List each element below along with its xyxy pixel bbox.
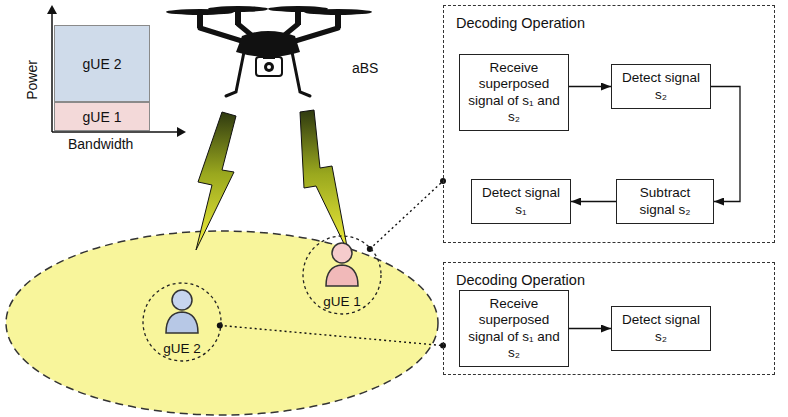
leader-line (370, 181, 443, 249)
user-circle: gUE 1 (302, 235, 382, 315)
axis-label: Power (24, 60, 40, 100)
bandwidth-bar: gUE 2 (54, 25, 150, 102)
process-box: Receive superposed signal of s₁ and s₂ (459, 54, 569, 131)
flow-arrow (711, 87, 740, 202)
node-label: Receive superposed signal of s₁ and s₂ (466, 296, 562, 361)
process-box: Detect signal s₁ (471, 179, 571, 224)
user-icon (166, 290, 198, 333)
decoding-panel: Decoding OperationReceive superposed sig… (443, 5, 775, 243)
panel-heading: Decoding Operation (456, 15, 585, 31)
coverage-area (6, 231, 438, 415)
flow-arrow (571, 201, 616, 202)
node-label: gUE 1 (323, 294, 361, 309)
node-label: gUE 1 (83, 109, 122, 125)
process-box: Subtract signal s₂ (616, 179, 714, 224)
wireless-link (300, 110, 348, 252)
flow-arrow (569, 328, 611, 329)
device-label: aBS (352, 60, 378, 76)
process-box: Receive superposed signal of s₁ and s₂ (459, 290, 569, 367)
flow-arrow (569, 86, 611, 87)
bandwidth-bar: gUE 1 (54, 102, 150, 131)
decoding-panel: Decoding OperationReceive superposed sig… (443, 262, 775, 375)
drone-icon (166, 6, 372, 96)
panel-heading: Decoding Operation (456, 272, 585, 288)
chart-axes (47, 5, 186, 137)
node-label: Detect signal s₂ (618, 312, 704, 344)
process-box: Detect signal s₂ (611, 306, 711, 351)
wireless-link (196, 112, 236, 250)
user-circle: gUE 2 (142, 282, 222, 362)
leader-line (220, 325, 443, 345)
node-label: Detect signal s₁ (478, 185, 564, 217)
node-label: Detect signal s₂ (618, 70, 704, 102)
node-label: gUE 2 (83, 56, 122, 72)
axis-label: Bandwidth (68, 136, 133, 152)
process-box: Detect signal s₂ (611, 64, 711, 109)
node-label: Subtract signal s₂ (623, 185, 707, 217)
node-label: Receive superposed signal of s₁ and s₂ (466, 60, 562, 125)
user-icon (326, 243, 358, 286)
node-label: gUE 2 (163, 341, 201, 356)
